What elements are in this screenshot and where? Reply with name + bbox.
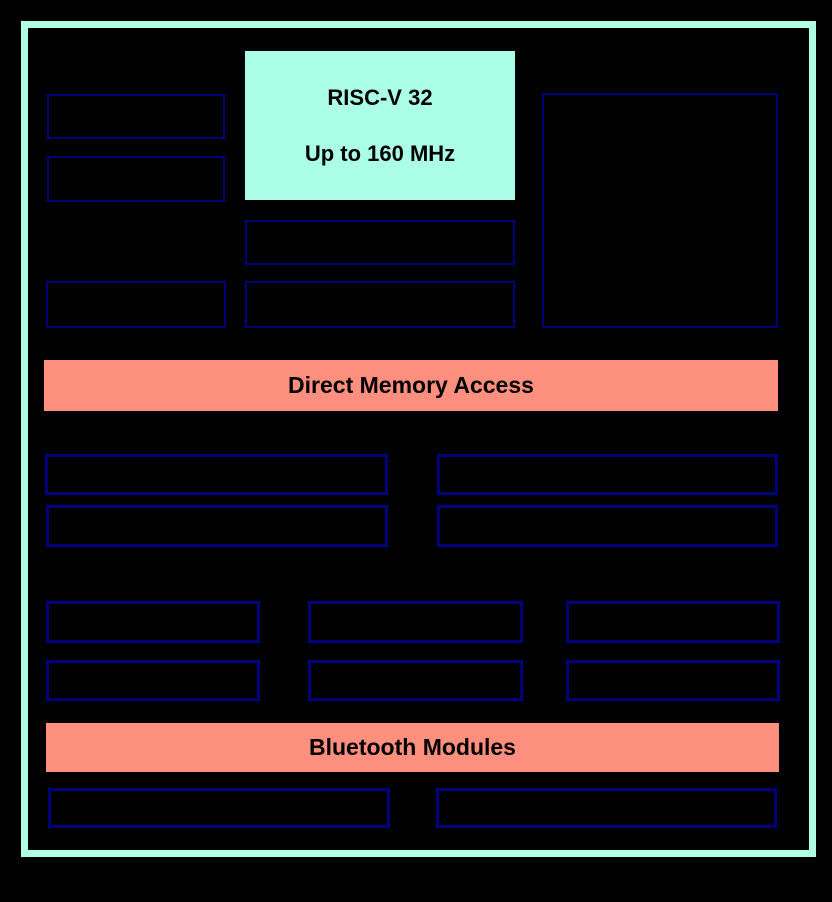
dma-bar: Direct Memory Access [44, 360, 778, 411]
box-top-left-1 [47, 94, 225, 139]
dma-bar-label: Direct Memory Access [288, 372, 534, 398]
diagram-outer-frame [21, 21, 816, 857]
bluetooth-bar-label: Bluetooth Modules [309, 734, 516, 760]
cpu-title: RISC-V 32 [327, 84, 433, 110]
box-bottom-left [48, 788, 390, 828]
box-grid-row1-col2 [308, 601, 523, 643]
box-grid-row2-col1 [46, 660, 260, 701]
box-mid-center [245, 281, 515, 328]
bluetooth-bar: Bluetooth Modules [46, 723, 779, 772]
box-row2-right [437, 505, 778, 547]
cpu-block: RISC-V 32 Up to 160 MHz [245, 51, 515, 200]
box-top-left-2 [47, 156, 225, 202]
cpu-subtitle: Up to 160 MHz [304, 140, 456, 166]
box-grid-row1-col1 [46, 601, 260, 643]
box-grid-row2-col2 [308, 660, 523, 701]
box-mid-left [46, 281, 226, 328]
box-grid-row2-col3 [566, 660, 780, 701]
box-row1-left [45, 454, 388, 495]
box-grid-row1-col3 [566, 601, 780, 643]
box-bottom-right [436, 788, 777, 828]
box-row1-right [437, 454, 778, 495]
box-top-right-large [542, 93, 778, 328]
box-under-cpu [245, 220, 515, 265]
box-row2-left [46, 505, 388, 547]
